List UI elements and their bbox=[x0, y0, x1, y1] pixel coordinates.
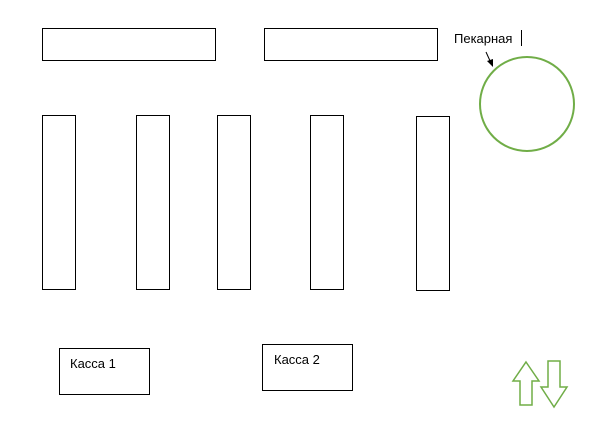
vertical-shelf-1 bbox=[42, 115, 76, 290]
checkout-2-label: Касса 2 bbox=[274, 352, 320, 367]
checkout-1-label: Касса 1 bbox=[70, 356, 116, 371]
up-arrow-icon bbox=[511, 360, 541, 406]
top-shelf-right bbox=[264, 28, 438, 61]
vertical-shelf-3 bbox=[217, 115, 251, 290]
bakery-area bbox=[479, 56, 575, 152]
vertical-shelf-4 bbox=[310, 115, 344, 290]
bakery-label: Пекарная bbox=[454, 31, 512, 46]
down-arrow-icon bbox=[539, 360, 569, 409]
top-shelf-left bbox=[42, 28, 216, 61]
up-down-arrows-icon bbox=[511, 360, 569, 409]
checkout-1-box bbox=[59, 348, 150, 395]
vertical-shelf-5 bbox=[416, 116, 450, 291]
vertical-shelf-2 bbox=[136, 115, 170, 290]
checkout-2-box bbox=[262, 344, 353, 391]
bakery-pointer-arrow bbox=[485, 51, 493, 67]
